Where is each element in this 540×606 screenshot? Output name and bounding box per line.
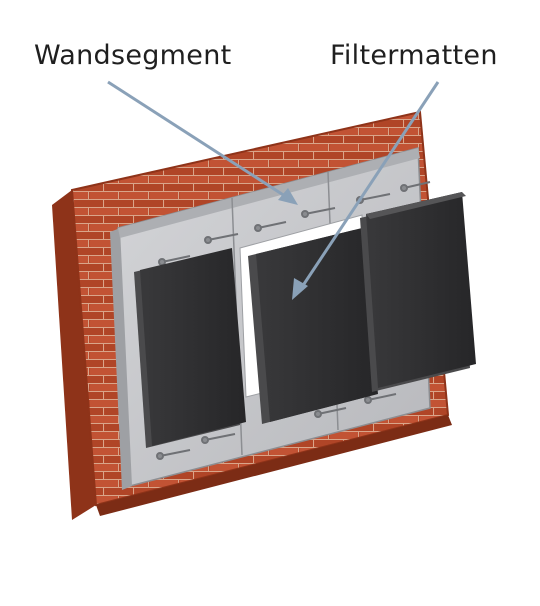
arrow-filtermatten-head [292,278,308,300]
label-wandsegment: Wandsegment [34,40,232,71]
filter-mat [134,248,246,448]
filter-mat [248,228,378,424]
filter-mat [360,192,476,392]
leader-arrows [107,80,440,300]
brick-wall-side [52,190,96,520]
arrow-filtermatten [298,81,440,291]
arrow-wandsegment-head [278,188,298,205]
segment-frame-top [118,148,420,238]
arrow-wandsegment [107,80,289,200]
filter-mats [134,192,476,448]
brick-wall-bottom [96,415,452,516]
segment-frame-left [110,228,132,490]
mounting-pins [156,181,431,460]
label-filtermatten: Filtermatten [330,40,498,71]
